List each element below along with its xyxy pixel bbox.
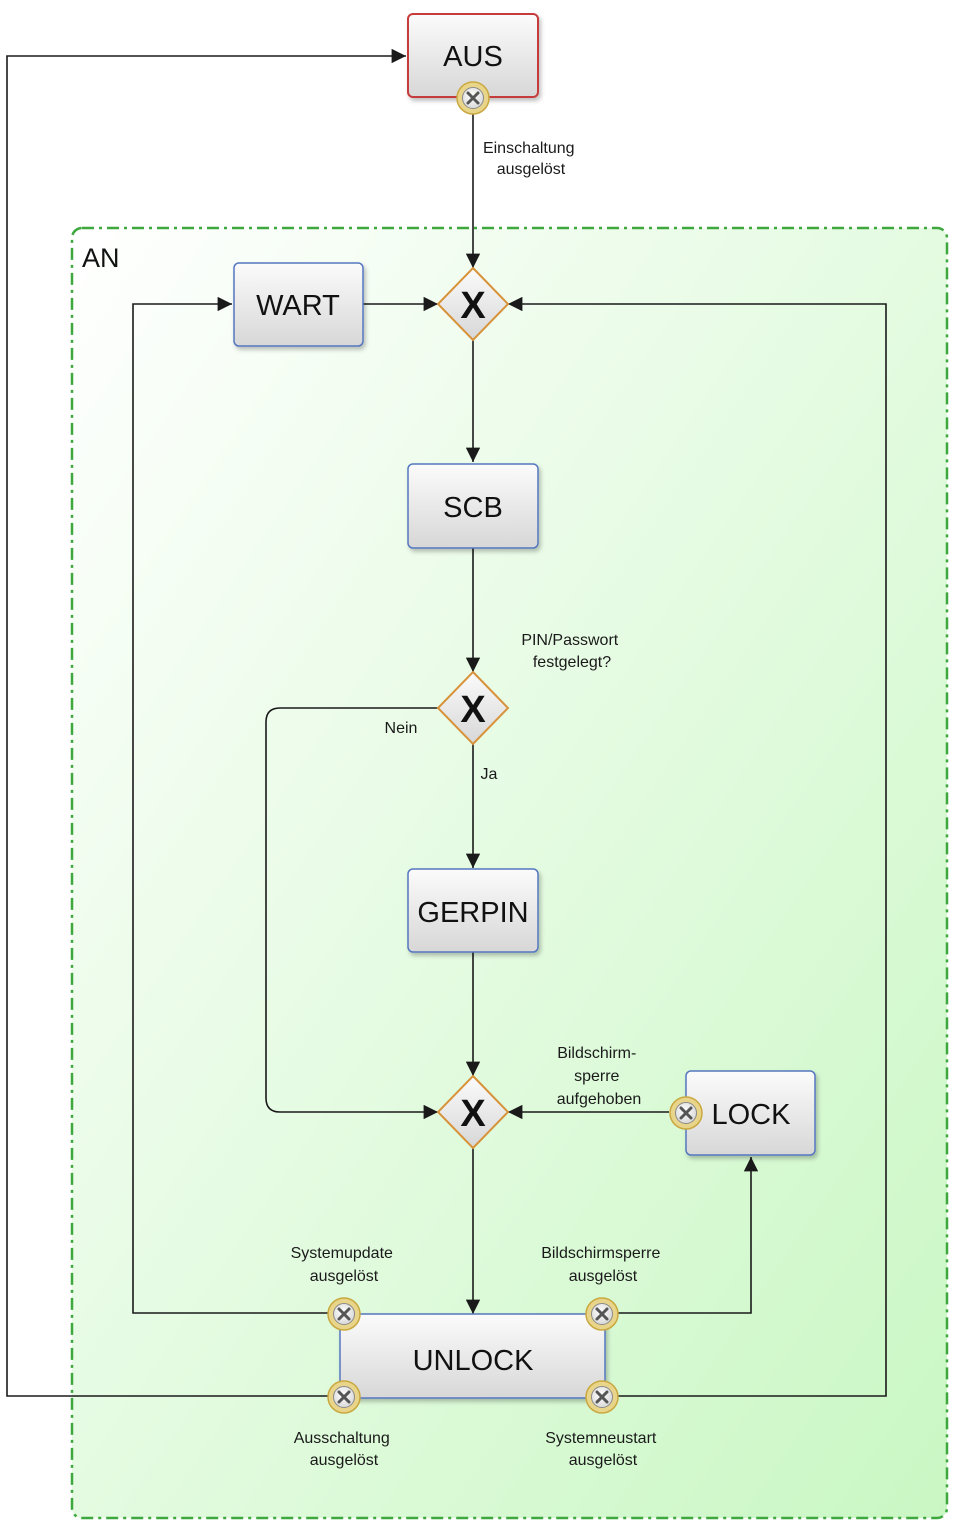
state-lock-label: LOCK bbox=[712, 1099, 792, 1131]
edge-ausschaltung-to-aus bbox=[6, 48, 406, 1397]
label-nein: Nein bbox=[385, 720, 418, 737]
an-container-label: AN bbox=[82, 243, 120, 273]
label-systemupdate: Systemupdate ausgelöst bbox=[291, 1245, 398, 1285]
state-aus-label: AUS bbox=[443, 41, 503, 73]
label-ja: Ja bbox=[481, 766, 498, 783]
state-unlock-label: UNLOCK bbox=[413, 1345, 535, 1377]
gateway-x-icon: X bbox=[460, 285, 486, 327]
state-scb-label: SCB bbox=[443, 492, 503, 524]
state-unlock[interactable] bbox=[339, 1313, 606, 1399]
edge-systemupdate-to-wart bbox=[132, 296, 328, 1314]
label-sperre-aufgehoben: Bildschirm- sperre aufgehoben bbox=[557, 1045, 642, 1108]
label-einschaltung: Einschaltung ausgelöst bbox=[483, 140, 579, 178]
gateway-merge: X bbox=[436, 1074, 510, 1150]
edge-pin-gateway-nein bbox=[265, 707, 438, 1120]
gateway-x-icon: X bbox=[460, 689, 486, 731]
edge-bildschirmsperre-to-lock bbox=[618, 1157, 759, 1314]
state-scb[interactable] bbox=[407, 463, 539, 549]
state-gerpin-label: GERPIN bbox=[417, 897, 528, 929]
state-gerpin[interactable] bbox=[407, 868, 539, 953]
gateway-start: X bbox=[436, 266, 510, 342]
label-ausschaltung: Ausschaltung ausgelöst bbox=[294, 1430, 395, 1469]
cancel-event-icon bbox=[327, 1297, 361, 1331]
label-systemneustart: Systemneustart ausgelöst bbox=[545, 1430, 661, 1469]
cancel-event-icon bbox=[585, 1380, 619, 1414]
cancel-event-icon bbox=[669, 1096, 703, 1130]
label-pin-question: PIN/Passwort festgelegt? bbox=[521, 632, 622, 671]
cancel-event-icon bbox=[456, 81, 490, 115]
cancel-event-icon bbox=[585, 1297, 619, 1331]
gateway-pin-check: X bbox=[436, 670, 510, 746]
state-wart-label: WART bbox=[256, 290, 340, 322]
cancel-event-icon bbox=[327, 1380, 361, 1414]
label-bildschirmsperre: Bildschirmsperre ausgelöst bbox=[541, 1245, 665, 1285]
edge-systemneustart-to-gateway bbox=[508, 296, 887, 1397]
gateway-x-icon: X bbox=[460, 1093, 486, 1135]
state-wart[interactable] bbox=[233, 262, 364, 347]
